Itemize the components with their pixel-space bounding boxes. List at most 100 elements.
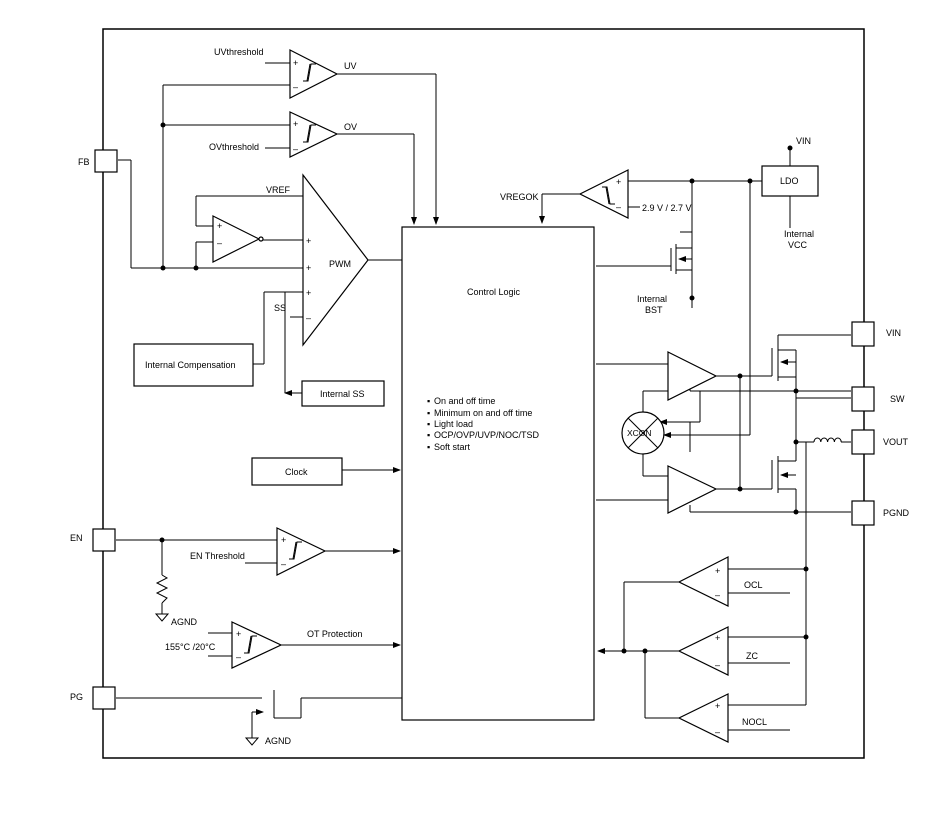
clock-block xyxy=(251,457,343,486)
ov-label: OV xyxy=(344,122,357,132)
pin-sw-label: SW xyxy=(890,394,905,404)
pwm-comparator: + + + – xyxy=(302,173,369,347)
pin-vout xyxy=(851,429,875,455)
control-logic-label: Control Logic xyxy=(467,287,521,297)
high-side-driver xyxy=(667,351,718,401)
ldo-block xyxy=(761,165,819,197)
ov-comparator: + – xyxy=(289,111,339,158)
pin-pg xyxy=(92,686,116,710)
uv-threshold-label: UVthreshold xyxy=(214,47,264,57)
plus-sign: + xyxy=(217,221,222,231)
inductor-symbol xyxy=(813,437,842,443)
feature-bullet: ▪ xyxy=(427,430,430,440)
plus-sign: + xyxy=(306,263,311,273)
internal-compensation-block xyxy=(133,343,254,387)
plus-sign: + xyxy=(306,288,311,298)
control-logic-block xyxy=(401,226,595,721)
minus-sign: – xyxy=(616,202,621,212)
ov-threshold-label: OVthreshold xyxy=(209,142,259,152)
pin-vout-label: VOUT xyxy=(883,437,909,447)
pin-pgnd-label: PGND xyxy=(883,508,910,518)
pins xyxy=(92,149,875,710)
pin-en-label: EN xyxy=(70,533,83,543)
minus-sign: – xyxy=(281,559,286,569)
control-logic-features: ▪ On and off time ▪ Minimum on and off t… xyxy=(427,396,540,452)
resistor-symbol xyxy=(155,574,169,604)
feature-bullet: ▪ xyxy=(427,419,430,429)
pwm-label: PWM xyxy=(329,259,351,269)
minus-sign: – xyxy=(293,82,298,92)
ldo-label: LDO xyxy=(780,176,799,186)
agnd-label: AGND xyxy=(265,736,292,746)
minus-sign: – xyxy=(217,238,222,248)
plus-sign: + xyxy=(293,58,298,68)
uv-comparator: + – xyxy=(289,49,339,99)
low-side-driver xyxy=(667,465,718,514)
feature-item: Minimum on and off time xyxy=(434,408,532,418)
internal-ss-label: Internal SS xyxy=(320,389,365,399)
clock-label: Clock xyxy=(285,467,308,477)
feature-item: On and off time xyxy=(434,396,495,406)
plus-sign: + xyxy=(281,535,286,545)
minus-sign: – xyxy=(293,144,298,154)
plus-sign: + xyxy=(236,629,241,639)
wires xyxy=(116,62,851,738)
ss-label: SS xyxy=(274,303,286,313)
zc-label: ZC xyxy=(746,651,758,661)
minus-sign: – xyxy=(715,590,720,600)
plus-sign: + xyxy=(715,701,720,711)
plus-sign: + xyxy=(715,633,720,643)
temp-threshold-label: 155°C /20°C xyxy=(165,642,216,652)
minus-sign: – xyxy=(715,660,720,670)
internal-vcc-label: VCC xyxy=(788,240,808,250)
agnd-label: AGND xyxy=(171,617,198,627)
ot-protection-label: OT Protection xyxy=(307,629,362,639)
plus-sign: + xyxy=(306,236,311,246)
en-comparator: + – xyxy=(276,527,327,576)
nocl-comparator: + – xyxy=(677,693,729,743)
error-amplifier: + – xyxy=(212,215,264,263)
plus-sign: + xyxy=(715,566,720,576)
internal-ss-block xyxy=(301,380,385,407)
minus-sign: – xyxy=(306,313,311,323)
ot-comparator: + – xyxy=(231,621,283,669)
internal-bst-label: BST xyxy=(645,305,663,315)
vregok-comparator: + – xyxy=(578,169,629,219)
agnd-ground-icon xyxy=(154,613,170,622)
feature-item: Soft start xyxy=(434,442,471,452)
pin-vin-label: VIN xyxy=(886,328,901,338)
pin-pg-label: PG xyxy=(70,692,83,702)
vin-top-label: VIN xyxy=(796,136,811,146)
internal-bst-label: Internal xyxy=(637,294,667,304)
feature-bullet: ▪ xyxy=(427,396,430,406)
minus-sign: – xyxy=(236,652,241,662)
minus-sign: – xyxy=(715,727,720,737)
pin-fb xyxy=(94,149,118,173)
internal-vcc-label: Internal xyxy=(784,229,814,239)
pin-sw xyxy=(851,386,875,412)
internal-compensation-label: Internal Compensation xyxy=(145,360,236,370)
zc-comparator: + – xyxy=(677,626,729,676)
xcon-label: XCON xyxy=(627,428,652,438)
plus-sign: + xyxy=(293,119,298,129)
plus-sign: + xyxy=(616,177,621,187)
feature-item: OCP/OVP/UVP/NOC/TSD xyxy=(434,430,540,440)
feature-bullet: ▪ xyxy=(427,408,430,418)
nocl-label: NOCL xyxy=(742,717,767,727)
en-threshold-label: EN Threshold xyxy=(190,551,245,561)
agnd-ground-icon xyxy=(244,737,260,746)
pin-vin xyxy=(851,321,875,347)
pin-fb-label: FB xyxy=(78,157,90,167)
junctions xyxy=(159,122,809,654)
pin-pgnd xyxy=(851,500,875,526)
uv-label: UV xyxy=(344,61,357,71)
ocl-label: OCL xyxy=(744,580,763,590)
uvlo-threshold-label: 2.9 V / 2.7 V xyxy=(642,203,692,213)
vref-label: VREF xyxy=(266,185,291,195)
feature-bullet: ▪ xyxy=(427,442,430,452)
feature-item: Light load xyxy=(434,419,473,429)
vregok-label: VREGOK xyxy=(500,192,539,202)
pin-en xyxy=(92,528,116,552)
ocl-comparator: + – xyxy=(677,556,729,607)
